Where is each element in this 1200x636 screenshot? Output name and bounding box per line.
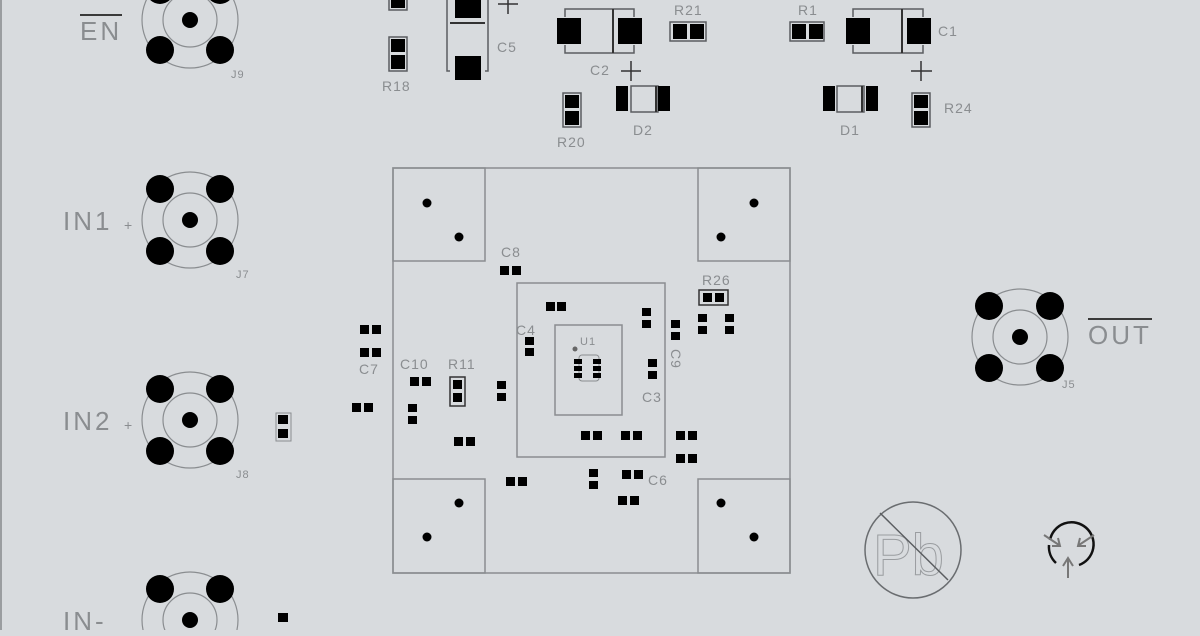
resistor-r24[interactable] — [911, 92, 931, 128]
capacitor-c2[interactable] — [557, 8, 642, 81]
resistor-r20[interactable] — [562, 92, 582, 128]
smd-components[interactable] — [352, 266, 734, 505]
ref-r20: R20 — [557, 134, 586, 150]
ref-d1: D1 — [840, 122, 860, 138]
ref-r26: R26 — [702, 272, 731, 288]
plus-sign: + — [124, 217, 134, 233]
ref-j5: J5 — [1062, 379, 1076, 391]
diode-d1[interactable] — [823, 85, 878, 113]
ref-c9: C9 — [667, 349, 684, 369]
ref-c4: C4 — [516, 322, 536, 338]
ref-d2: D2 — [633, 122, 653, 138]
net-label-in-minus: IN- — [63, 606, 107, 636]
module-outline — [392, 167, 791, 574]
resistor-r1[interactable] — [789, 21, 825, 42]
outlined-resistors[interactable] — [449, 289, 729, 407]
ref-j7: J7 — [236, 269, 250, 281]
connector-in-minus[interactable] — [141, 571, 239, 630]
mounting-holes — [422, 198, 759, 542]
ref-r11: R11 — [448, 356, 476, 372]
ref-c2: C2 — [590, 62, 610, 78]
ic-u1[interactable] — [572, 346, 602, 382]
ref-c5: C5 — [497, 39, 517, 55]
ref-c8: C8 — [501, 244, 521, 260]
svg-text:Pb: Pb — [873, 523, 944, 588]
plus-sign: + — [124, 417, 134, 433]
ref-j9: J9 — [231, 69, 245, 81]
ref-r18: R18 — [382, 78, 411, 94]
ref-c10: C10 — [400, 356, 429, 372]
ref-r21: R21 — [674, 2, 703, 18]
ref-c1: C1 — [938, 23, 958, 39]
net-label-en: EN — [80, 14, 123, 46]
net-label-in2: IN2 — [63, 406, 113, 436]
diode-d2[interactable] — [616, 85, 670, 113]
ref-c3: C3 — [642, 389, 662, 405]
smd-near-in-minus[interactable] — [278, 613, 288, 622]
ref-j8: J8 — [236, 469, 250, 481]
resistor-r18[interactable] — [388, 0, 408, 72]
lead-free-icon: Pb — [864, 501, 962, 599]
esd-sensitive-icon — [1043, 521, 1095, 578]
ref-r24: R24 — [944, 100, 973, 116]
resistor-r21[interactable] — [669, 21, 707, 42]
ref-u1: U1 — [580, 336, 597, 348]
net-label-out: OUT — [1088, 318, 1152, 350]
smd-near-j8[interactable] — [275, 412, 292, 442]
connector-j7[interactable] — [141, 171, 239, 269]
connector-j8[interactable] — [141, 371, 239, 469]
connector-j9[interactable] — [141, 0, 239, 69]
ref-c7: C7 — [359, 361, 379, 377]
ref-c6: C6 — [648, 472, 668, 488]
capacitor-c5[interactable] — [446, 0, 518, 80]
connector-j5[interactable] — [971, 288, 1069, 386]
net-label-in1: IN1 — [63, 206, 113, 236]
ref-r1: R1 — [798, 2, 818, 18]
capacitor-c1[interactable] — [846, 8, 932, 81]
